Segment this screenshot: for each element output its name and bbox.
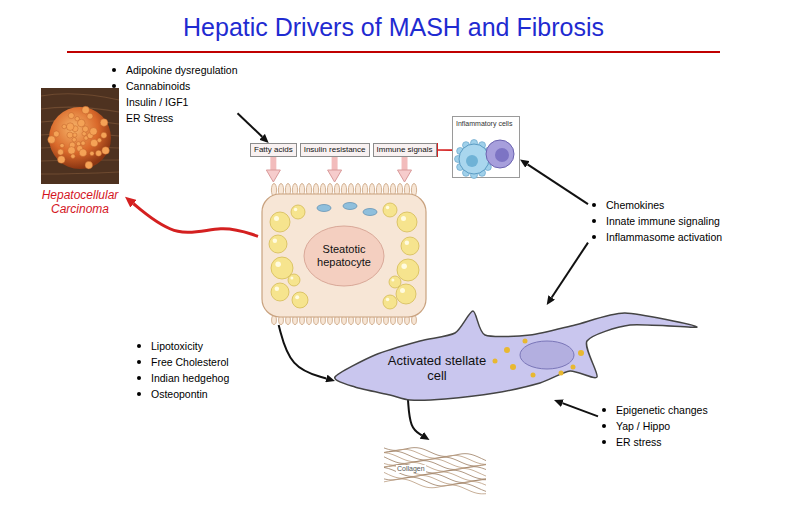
- node-text: Fatty acids: [254, 145, 293, 155]
- list-text: ER Stress: [126, 112, 173, 124]
- driver-list: Adipokine dysregulationCannabinoidsInsul…: [108, 62, 238, 126]
- connector: [437, 149, 452, 151]
- slide-title: Hepatic Drivers of MASH and Fibrosis: [0, 12, 787, 42]
- bullet-dot: [137, 360, 141, 364]
- label-text: Lipotoxicity: [151, 340, 203, 352]
- node-text: Activated stellate cell: [387, 353, 487, 383]
- stellate-cell: Activated stellate cell: [335, 305, 700, 400]
- list-item: ER stress: [598, 434, 708, 450]
- carcinoma-figure: Hepatocellular Carcinoma: [35, 88, 125, 216]
- list-item: Yap / Hippo: [598, 418, 708, 434]
- bullet-dot: [592, 219, 596, 223]
- label-text: Indian hedgehog: [151, 372, 229, 384]
- signal-box: Insulin resistance: [300, 143, 370, 157]
- list-text: Adipokine dysregulation: [126, 64, 238, 76]
- list-item: Osteopontin: [133, 386, 229, 402]
- bullet-dot: [602, 440, 606, 444]
- bullet-dot: [137, 392, 141, 396]
- label-text: Free Cholesterol: [151, 356, 229, 368]
- list-item: Indian hedgehog: [133, 370, 229, 386]
- bullet-dot: [592, 235, 596, 239]
- list-text: ER stress: [616, 436, 662, 448]
- list-item: Lipotoxicity: [133, 338, 229, 354]
- driver-list: Epigenetic changesYap / Hippo ER stress: [598, 402, 708, 450]
- stellate-art: [335, 305, 700, 400]
- hepatocyte-cell: Steatotic hepatocyte: [258, 182, 430, 325]
- driver-list: ChemokinesInnate immune signalingInflamm…: [588, 197, 722, 245]
- node-text: Insulin resistance: [304, 145, 366, 155]
- list-item: Insulin / IGF1: [108, 94, 238, 110]
- signal-box: Immune signals: [373, 143, 437, 157]
- connector: [279, 325, 327, 379]
- connector: [270, 157, 276, 170]
- bullet-dot: [592, 203, 596, 207]
- node-text: Hepatocellular Carcinoma: [35, 188, 125, 216]
- node-text: Inflammatory cells: [453, 117, 519, 130]
- bullet-dot: [112, 84, 116, 88]
- node-text: Immune signals: [377, 145, 433, 155]
- list-item: Epigenetic changes: [598, 402, 708, 418]
- list-text: Cannabinoids: [126, 80, 190, 92]
- list-item: ER Stress: [108, 110, 238, 126]
- list-item: Inflammasome activation: [588, 229, 722, 245]
- connector: [332, 157, 338, 170]
- signal-box: Fatty acids: [250, 143, 297, 157]
- connector: [408, 400, 422, 435]
- list-text: Yap / Hippo: [616, 420, 670, 432]
- list-item: Innate immune signaling: [588, 213, 722, 229]
- connector: [134, 204, 258, 237]
- node-text: Collagen: [396, 465, 426, 473]
- bullet-dot: [137, 344, 141, 348]
- list-item: Free Cholesterol: [133, 354, 229, 370]
- list-text: Insulin / IGF1: [126, 96, 188, 108]
- list-text: Innate immune signaling: [606, 215, 720, 227]
- list-text: Chemokines: [606, 199, 664, 211]
- list-text: Inflammasome activation: [606, 231, 722, 243]
- connector: [552, 243, 588, 298]
- bullet-dot: [137, 376, 141, 380]
- node-text: Steatotic hepatocyte: [309, 243, 379, 269]
- bullet-dot: [602, 424, 606, 428]
- connector: [528, 164, 588, 204]
- list-item: Adipokine dysregulation: [108, 62, 238, 78]
- carcinoma-image: [35, 88, 125, 184]
- list-item: Cannabinoids: [108, 78, 238, 94]
- connector: [238, 113, 263, 137]
- collagen-fibers: Collagen: [380, 440, 490, 495]
- connector: [562, 403, 598, 416]
- list-text: Epigenetic changes: [616, 404, 708, 416]
- label-list: LipotoxicityFree CholesterolIndian hedge…: [133, 338, 229, 402]
- list-item: Chemokines: [588, 197, 722, 213]
- label-text: Osteopontin: [151, 388, 208, 400]
- inflammatory-panel: Inflammatory cells: [452, 116, 520, 178]
- bullet-dot: [602, 408, 606, 412]
- bullet-dot: [112, 68, 116, 72]
- connector: [402, 157, 408, 170]
- title-rule: [67, 51, 720, 53]
